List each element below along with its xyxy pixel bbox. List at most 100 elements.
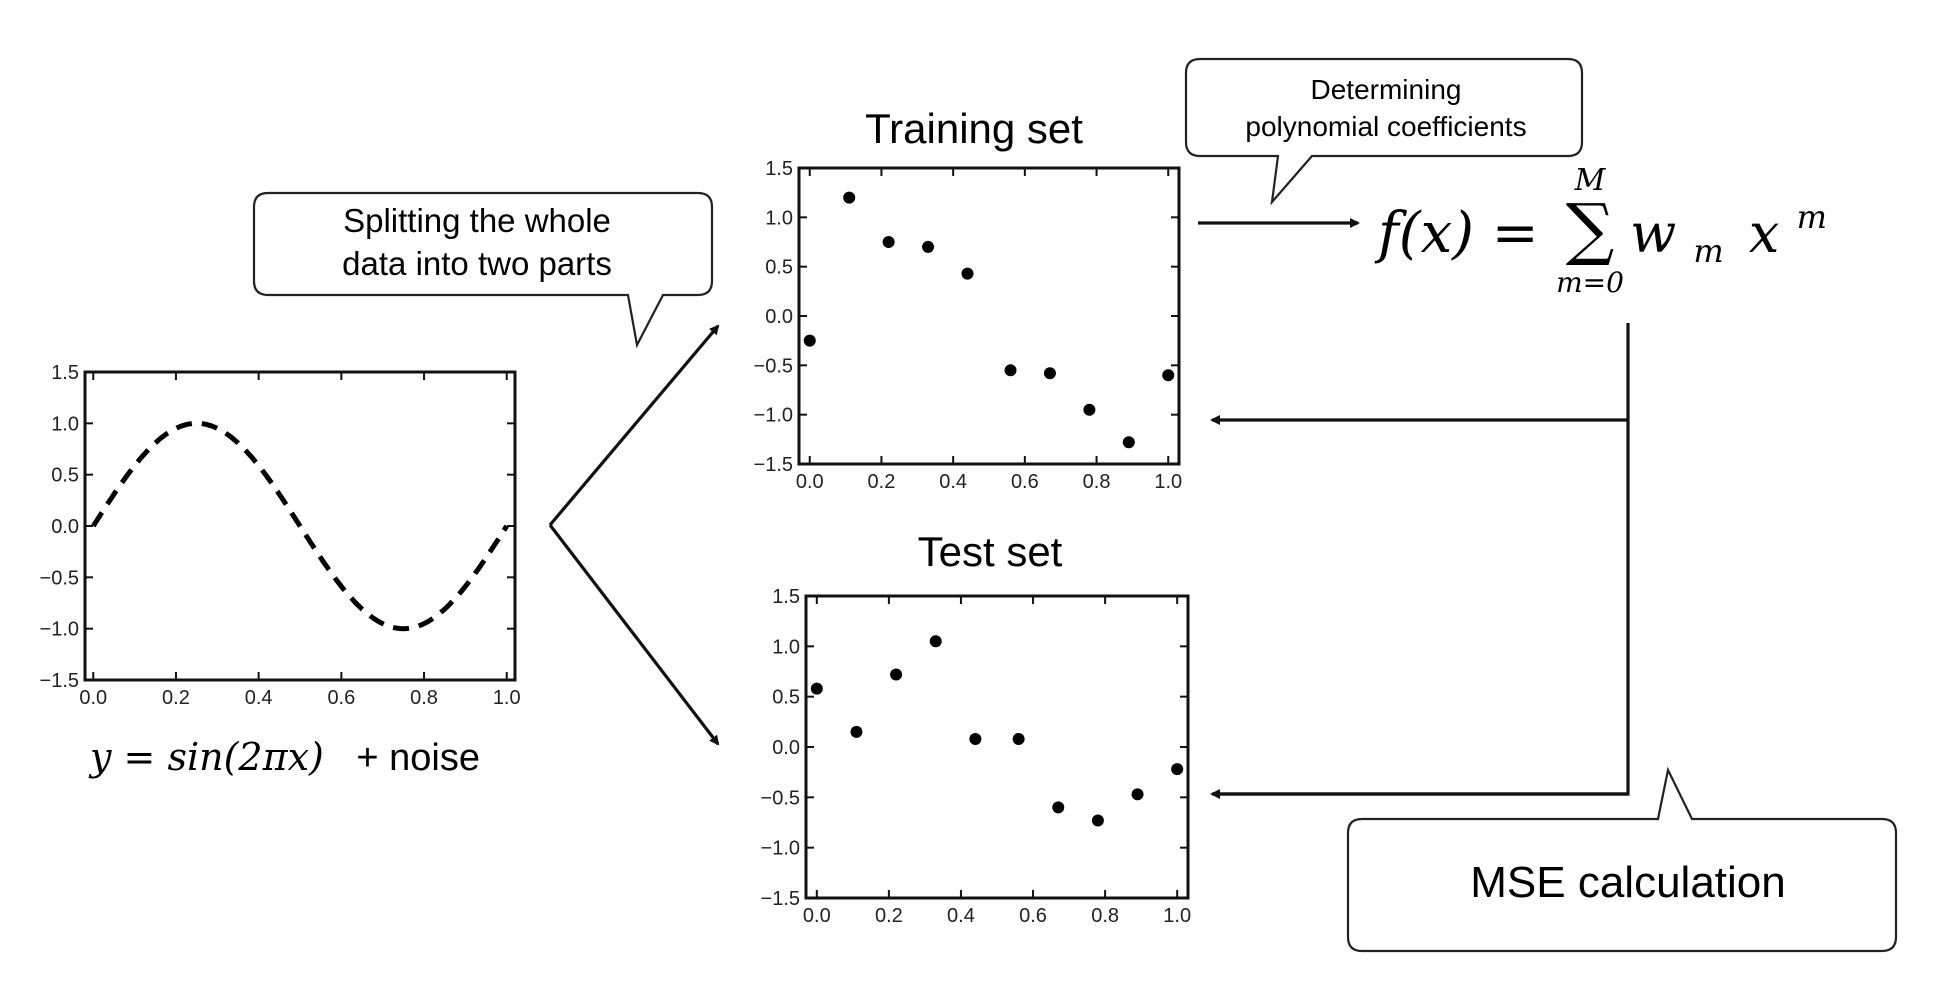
arrow-to-test [548,524,720,746]
test-y-tick-label: −1.0 [761,838,800,860]
arrow-to-training [548,324,720,527]
callout-split: Splitting the whole data into two parts [252,191,714,349]
callout-coeff-line1: Determining [1311,74,1462,105]
training-x-tick-label: 0.2 [868,471,896,493]
test-y-tick-label: 0.0 [772,737,800,759]
source-sine-curve [91,420,509,632]
test-y-tick-label: −1.5 [761,888,800,910]
test-x-tick-labels: 0.0 0.2 0.4 0.6 0.8 1.0 [803,596,1191,927]
callout-split-line1: Splitting the whole [343,202,611,239]
source-y-tick-label: 0.5 [51,465,79,487]
training-point [1162,369,1175,382]
formula-feed-line [1218,323,1630,796]
formula-term: w m x m [1630,198,1827,275]
source-y-tick-label: 0.0 [51,516,79,538]
test-y-tick-label: −0.5 [761,787,800,809]
test-y-tick-label: 0.5 [772,687,800,709]
source-y-tick-label: 1.5 [51,362,79,384]
training-panel: Training set 1.5 1.0 0.5 0.0 −0.5 −1.0 −1.5 0.… [754,105,1183,493]
source-y-tick-label: −1.5 [40,670,79,692]
training-point [843,191,856,204]
test-y-tick-labels: 1.5 1.0 0.5 0.0 −0.5 −1.0 −1.5 [761,586,1188,910]
source-x-tick-label: 0.6 [327,687,355,709]
training-y-tick-label: 0.0 [765,306,793,328]
callout-mse-bubble [1346,766,1898,953]
training-x-tick-label: 0.6 [1011,471,1039,493]
test-point [850,725,863,738]
training-y-tick-label: 1.5 [765,158,793,180]
formula-term-w: w [1630,202,1676,265]
training-y-tick-label: −0.5 [754,355,793,377]
test-panel: Test set 1.5 1.0 0.5 0.0 −0.5 −1.0 −1.5 0.0 0.2… [761,528,1192,927]
test-plot-frame [804,594,1190,900]
callout-coeff-line2: polynomial coefficients [1245,111,1526,142]
test-title: Test set [918,528,1063,575]
test-x-tick-label: 0.6 [1019,905,1047,927]
training-point [922,240,935,253]
test-point [1052,801,1065,814]
source-x-tick-labels: 0.0 0.2 0.4 0.6 0.8 1.0 [79,372,521,709]
source-y-tick-label: 1.0 [51,413,79,435]
training-y-tick-label: −1.0 [754,405,793,427]
training-plot-frame [797,166,1181,466]
test-points [810,635,1184,827]
training-point [882,236,895,248]
training-x-tick-label: 0.0 [796,471,824,493]
test-x-tick-label: 0.4 [947,905,975,927]
training-x-tick-label: 1.0 [1154,471,1182,493]
training-y-tick-label: 1.0 [765,207,793,229]
test-point [1012,732,1025,745]
source-x-tick-label: 0.0 [79,687,107,709]
test-point [1171,763,1184,776]
source-caption-formula: y = sin(2πx) [88,735,324,779]
test-point [1131,788,1144,801]
formula-sum-symbol: ∑ [1566,190,1615,269]
training-point [1083,403,1096,416]
formula-term-x-sup: m [1797,198,1827,236]
source-y-tick-labels: 1.51.00.50.0−0.5−1.0−1.5 [40,362,515,692]
formula-term-x: x [1749,202,1779,265]
callout-coeff: Determining polynomial coefficients [1184,57,1584,206]
training-point [961,267,974,280]
test-point [810,682,823,695]
training-title: Training set [865,105,1083,152]
test-point [890,668,903,681]
training-point [803,334,816,347]
training-x-tick-label: 0.4 [939,471,967,493]
training-x-tick-label: 0.8 [1083,471,1111,493]
training-point [1122,436,1135,449]
callout-mse-label: MSE calculation [1470,858,1785,907]
test-point [969,732,982,745]
test-x-tick-label: 0.0 [803,905,831,927]
formula-term-w-sub: m [1693,232,1723,270]
polynomial-formula: f(x) = ∑ M m=0 w m x m [1374,163,1827,299]
formula-lower-limit: m=0 [1556,266,1624,299]
source-x-tick-label: 1.0 [493,687,521,709]
test-point [1091,814,1104,827]
training-point [1043,367,1056,380]
source-y-tick-label: −1.0 [40,619,79,641]
test-y-tick-label: 1.0 [772,636,800,658]
callout-mse: MSE calculation [1346,766,1898,953]
split-arrows [548,324,720,746]
source-x-tick-label: 0.2 [162,687,190,709]
test-x-tick-label: 1.0 [1163,905,1191,927]
test-x-tick-label: 0.8 [1091,905,1119,927]
source-x-tick-label: 0.8 [410,687,438,709]
evaluation-connectors [1210,323,1630,799]
test-x-tick-label: 0.2 [875,905,903,927]
source-caption: y = sin(2πx) + noise [88,735,480,779]
training-point [1004,364,1017,377]
training-y-tick-labels: 1.5 1.0 0.5 0.0 −0.5 −1.0 −1.5 [754,158,1179,476]
training-x-tick-labels: 0.0 0.2 0.4 0.6 0.8 1.0 [796,168,1182,493]
source-caption-noise: + noise [356,737,480,779]
formula-upper-limit: M [1574,163,1607,198]
training-y-tick-label: 0.5 [765,257,793,279]
training-y-tick-label: −1.5 [754,454,793,476]
callout-split-line2: data into two parts [342,245,612,282]
test-y-tick-label: 1.5 [772,586,800,608]
callout-split-bubble [252,191,714,349]
source-x-tick-label: 0.4 [245,687,273,709]
